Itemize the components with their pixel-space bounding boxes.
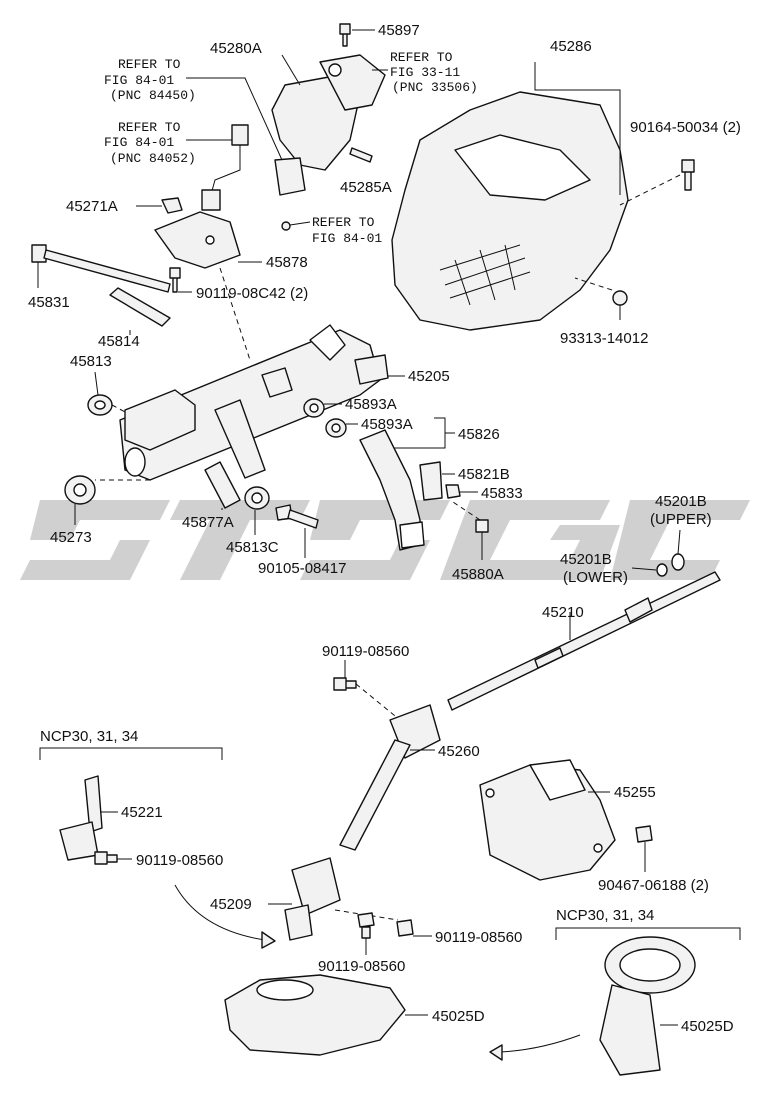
bushing-45813C[interactable]: 45813C: [226, 486, 279, 556]
label-90105-08417: 90105-08417: [258, 560, 346, 577]
svg-text:REFER TO: REFER TO: [312, 215, 375, 230]
yoke-45221[interactable]: 45221: [59, 775, 163, 861]
label-45813: 45813: [70, 353, 112, 370]
svg-text:REFER TO: REFER TO: [118, 120, 181, 135]
label-45271A: 45271A: [66, 198, 118, 215]
curved-arrow-left: [174, 884, 276, 949]
boot-45025D-left[interactable]: 45025D: [224, 974, 485, 1056]
tilt-lever-45826[interactable]: 45826: [359, 417, 500, 551]
refer-note-fig-33-11-pnc-33506: REFER TO FIG 33-11 (PNC 33506): [372, 50, 478, 95]
label-45210: 45210: [542, 604, 584, 621]
bolt-90164-50034[interactable]: 90164-50034 (2): [619, 119, 741, 206]
bolt-90105-08417[interactable]: 90105-08417: [258, 504, 346, 577]
label-90119-08560-c: 90119-08560: [318, 958, 405, 975]
svg-text:(PNC 84450): (PNC 84450): [110, 88, 196, 103]
label-45880A: 45880A: [452, 566, 504, 583]
svg-text:FIG 33-11: FIG 33-11: [390, 65, 460, 80]
label-45826: 45826: [458, 426, 500, 443]
bolt-90119-08560-d[interactable]: 90119-08560: [396, 919, 522, 946]
label-45821B: 45821B: [458, 466, 510, 483]
intermediate-shaft-45260[interactable]: 45260: [339, 704, 480, 851]
label-45255: 45255: [614, 784, 656, 801]
plate-45821B[interactable]: 45821B: [419, 461, 510, 501]
bolt-90119-08560-b[interactable]: 90119-08560: [94, 851, 223, 869]
svg-text:REFER TO: REFER TO: [118, 57, 181, 72]
label-90119-08560-d: 90119-08560: [435, 929, 522, 946]
bolt-90119-08C42[interactable]: 90119-08C42 (2): [169, 267, 308, 302]
sleeve-45877A[interactable]: 45877A: [182, 461, 241, 531]
label-45813C: 45813C: [226, 539, 279, 556]
bolt-90119-08560-a[interactable]: 90119-08560: [322, 643, 409, 721]
label-90119-08C42: 90119-08C42 (2): [196, 285, 308, 302]
label-90164-50034: 90164-50034 (2): [630, 119, 741, 136]
pin-45285A[interactable]: 45285A: [340, 147, 392, 196]
label-upper: (UPPER): [650, 511, 712, 528]
label-45025D-right: 45025D: [681, 1018, 734, 1035]
sleeve-45814[interactable]: 45814: [98, 287, 171, 350]
refer-note-fig-84-01-pnc-84052: REFER TO FIG 84-01 (PNC 84052): [104, 120, 249, 211]
svg-text:(PNC 84052): (PNC 84052): [110, 151, 196, 166]
svg-text:FIG 84-01: FIG 84-01: [104, 73, 174, 88]
label-45897: 45897: [378, 22, 420, 39]
column-cover-45286[interactable]: 45286: [391, 38, 629, 331]
svg-text:REFER TO: REFER TO: [390, 50, 453, 65]
steering-column-45205[interactable]: 45205: [95, 324, 450, 481]
main-shaft-45210[interactable]: 45210: [447, 571, 721, 711]
watermark-logo: [20, 500, 750, 580]
label-90467-06188: 90467-06188 (2): [598, 877, 709, 894]
label-ncp-right: NCP30, 31, 34: [556, 907, 654, 924]
label-45205: 45205: [408, 368, 450, 385]
label-45201B-lower: 45201B: [560, 551, 612, 568]
cover-45255[interactable]: 45255: [479, 759, 656, 881]
steering-lock-45280A[interactable]: 45280A: [210, 40, 386, 196]
label-45280A: 45280A: [210, 40, 262, 57]
clip-45271A[interactable]: 45271A: [66, 197, 183, 215]
label-45273: 45273: [50, 529, 92, 546]
label-45221: 45221: [121, 804, 163, 821]
svg-text:(PNC 33506): (PNC 33506): [392, 80, 478, 95]
label-45833: 45833: [481, 485, 523, 502]
bushing-45273[interactable]: 45273: [50, 475, 96, 546]
bolt-45880A[interactable]: 45880A: [449, 499, 504, 583]
nut-45833[interactable]: 45833: [445, 484, 523, 502]
label-lower: (LOWER): [563, 569, 628, 586]
screw-45897[interactable]: 45897: [339, 22, 420, 47]
label-45814: 45814: [98, 333, 140, 350]
label-45201B-upper: 45201B: [655, 493, 707, 510]
refer-note-fig-84-01: REFER TO FIG 84-01: [281, 215, 382, 246]
svg-text:FIG 84-01: FIG 84-01: [104, 135, 174, 150]
label-45893A-lower: 45893A: [361, 416, 413, 433]
label-93313-14012: 93313-14012: [560, 330, 648, 347]
refer-note-fig-84-01-pnc-84450: REFER TO FIG 84-01 (PNC 84450): [104, 57, 283, 161]
label-45893A-upper: 45893A: [345, 396, 397, 413]
variant-group-ncp30-31-34-left: NCP30, 31, 34: [39, 728, 223, 760]
bushing-45813[interactable]: 45813: [70, 353, 141, 421]
label-45831: 45831: [28, 294, 70, 311]
label-45260: 45260: [438, 743, 480, 760]
bolt-45831[interactable]: 45831: [28, 244, 171, 311]
label-45285A: 45285A: [340, 179, 392, 196]
label-45878: 45878: [266, 254, 308, 271]
label-ncp-left: NCP30, 31, 34: [40, 728, 138, 745]
bracket-45878[interactable]: 45878: [154, 211, 308, 361]
label-45286: 45286: [550, 38, 592, 55]
spacer-45893A-upper[interactable]: 45893A: [303, 396, 397, 418]
label-45877A: 45877A: [182, 514, 234, 531]
nut-93313-14012[interactable]: 93313-14012: [560, 277, 648, 347]
bolt-90119-08560-c[interactable]: 90119-08560: [318, 912, 405, 975]
clip-90467-06188[interactable]: 90467-06188 (2): [598, 825, 709, 894]
snap-ring-45201B-upper[interactable]: 45201B (UPPER): [650, 493, 712, 571]
label-45025D-left: 45025D: [432, 1008, 485, 1025]
boot-45025D-right[interactable]: 45025D: [599, 936, 734, 1076]
svg-text:FIG 84-01: FIG 84-01: [312, 231, 382, 246]
label-90119-08560-a: 90119-08560: [322, 643, 409, 660]
spacer-45893A-lower[interactable]: 45893A: [325, 416, 413, 438]
variant-group-ncp30-31-34-right: NCP30, 31, 34: [555, 907, 741, 940]
snap-ring-45201B-lower[interactable]: 45201B (LOWER): [560, 551, 668, 586]
label-45209: 45209: [210, 896, 252, 913]
label-90119-08560-b: 90119-08560: [136, 852, 223, 869]
curved-arrow-right: [489, 1034, 581, 1061]
